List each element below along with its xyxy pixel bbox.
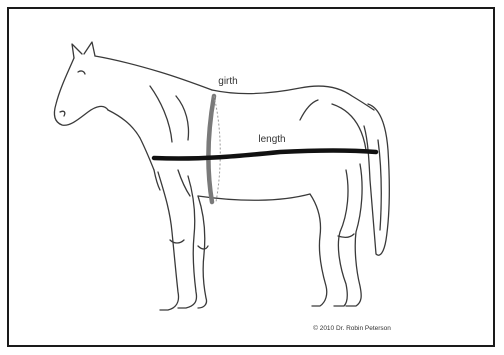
length-label: length (258, 134, 285, 145)
girth-label: girth (218, 76, 237, 87)
copyright-text: © 2010 Dr. Robin Peterson (313, 324, 391, 332)
girth-band (208, 96, 220, 202)
length-band (154, 151, 376, 159)
